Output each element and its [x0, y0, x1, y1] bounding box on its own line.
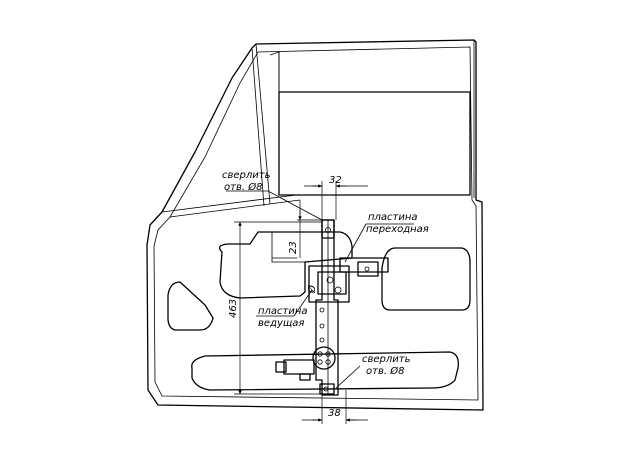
- motor-hole-symbol: Ø: [306, 284, 318, 294]
- inner-panel-inner-line: [271, 232, 305, 263]
- dim-38-value: 38: [328, 408, 341, 419]
- label-drive-plate-line1: пластина: [258, 306, 308, 317]
- rail-top-hole: [325, 227, 331, 233]
- rail-bottom-hole: [323, 386, 329, 392]
- dim-463-value: 463: [228, 299, 239, 318]
- rail-top-block: [321, 219, 335, 239]
- door-outline: [146, 39, 484, 411]
- label-drill-top-line1: сверлить: [222, 170, 271, 181]
- dim-32-value: 32: [329, 175, 342, 186]
- dim-23-value: 23: [288, 241, 299, 254]
- leader-drill-top: [226, 190, 323, 221]
- label-drill-bottom-line1: сверлить: [362, 354, 411, 365]
- motor-gear-hole-2: [325, 351, 331, 357]
- window-glass: [278, 91, 471, 196]
- label-drill-top-line2: отв. Ø8: [224, 181, 262, 193]
- drive-plate-cam-hole-2: [334, 286, 342, 294]
- window-pillar: [251, 43, 271, 207]
- motor-gear-hole-4: [325, 359, 331, 365]
- inner-panel-opening: [218, 231, 353, 299]
- label-drive-plate-line2: ведущая: [258, 318, 304, 329]
- drive-plate-bolt-1: [319, 307, 325, 313]
- motor-gear: [312, 346, 336, 370]
- leader-transition-plate: [344, 223, 414, 263]
- right-speaker-opening: [381, 247, 471, 311]
- motor-end: [275, 361, 287, 373]
- rail-bottom-block: [319, 383, 335, 395]
- window-frame-outer: [269, 51, 470, 93]
- drive-plate-cam-hole-1: [326, 276, 334, 284]
- transition-plate-bolt: [364, 266, 370, 272]
- motor-body: [283, 359, 315, 375]
- label-transition-plate-line2: переходная: [366, 224, 429, 235]
- door-inner-contour: [153, 46, 479, 401]
- lower-pocket-opening: [191, 351, 459, 391]
- label-transition-plate-line1: пластина: [368, 212, 418, 223]
- label-drill-bottom-line2: отв. Ø8: [366, 365, 404, 377]
- drive-plate-cam: [317, 271, 347, 295]
- window-sill: [161, 194, 301, 218]
- transition-plate: [339, 257, 389, 273]
- motor-connector: [299, 373, 311, 381]
- drive-plate-bolt-3: [319, 337, 325, 343]
- motor-gear-hole-3: [317, 359, 323, 365]
- transition-plate-bracket: [357, 261, 379, 277]
- drive-plate: [308, 265, 350, 303]
- motor-gear-hole-1: [317, 351, 323, 357]
- leader-drill-bottom: [335, 365, 361, 389]
- leader-drive-plate: [256, 289, 313, 317]
- drive-plate-bolt-2: [319, 323, 325, 329]
- left-vent-opening: [167, 281, 214, 331]
